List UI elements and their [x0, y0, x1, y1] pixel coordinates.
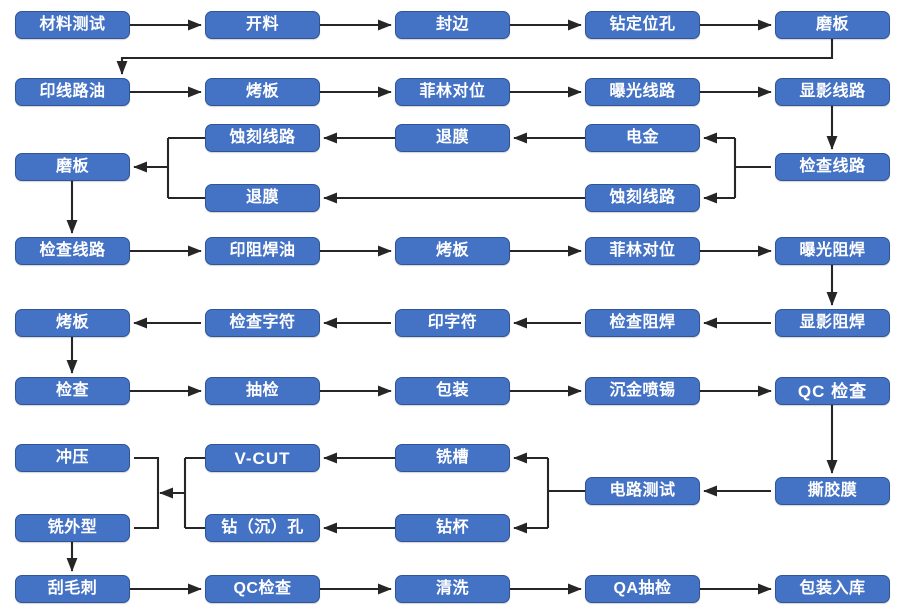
flow-node-n26[interactable]: 检查阻焊: [585, 309, 700, 337]
flow-node-n23[interactable]: 烤板: [15, 309, 130, 337]
flow-node-n8[interactable]: 菲林对位: [395, 78, 510, 106]
flow-node-n14[interactable]: 检查线路: [775, 153, 890, 181]
flow-node-n29[interactable]: 抽检: [205, 377, 320, 405]
flow-node-n27[interactable]: 显影阻焊: [775, 309, 890, 337]
flow-node-n32[interactable]: QC 检查: [775, 377, 890, 405]
flow-node-n35[interactable]: 铣槽: [395, 444, 510, 472]
flow-node-n16[interactable]: 退膜: [205, 184, 320, 212]
flow-node-n31[interactable]: 沉金喷锡: [585, 377, 700, 405]
flow-node-n30[interactable]: 包装: [395, 377, 510, 405]
flow-node-n37[interactable]: 撕胶膜: [775, 477, 890, 505]
flow-node-n20[interactable]: 烤板: [395, 237, 510, 265]
flow-node-n39[interactable]: 钻（沉）孔: [205, 514, 320, 542]
flow-node-n4[interactable]: 钻定位孔: [585, 11, 700, 39]
flow-node-n2[interactable]: 开料: [205, 11, 320, 39]
flow-node-n15[interactable]: 磨板: [15, 153, 130, 181]
flow-node-n17[interactable]: 蚀刻线路: [585, 184, 700, 212]
flow-node-n22[interactable]: 曝光阻焊: [775, 237, 890, 265]
flow-node-n38[interactable]: 铣外型: [15, 514, 130, 542]
flow-node-n19[interactable]: 印阻焊油: [205, 237, 320, 265]
flow-node-n7[interactable]: 烤板: [205, 78, 320, 106]
flow-node-n44[interactable]: QA抽检: [585, 575, 700, 603]
flow-node-n42[interactable]: QC检查: [205, 575, 320, 603]
flow-node-n36[interactable]: 电路测试: [585, 477, 700, 505]
edge-grind-to-printink: [116, 39, 834, 75]
flow-node-n33[interactable]: 冲压: [15, 444, 130, 472]
flow-node-n34[interactable]: V-CUT: [205, 444, 320, 472]
flow-node-n11[interactable]: 蚀刻线路: [205, 124, 320, 152]
flow-node-n6[interactable]: 印线路油: [15, 78, 130, 106]
flow-node-n3[interactable]: 封边: [395, 11, 510, 39]
edge-split-to-punch: [134, 456, 160, 493]
flow-node-n10[interactable]: 显影线路: [775, 78, 890, 106]
flow-node-n9[interactable]: 曝光线路: [585, 78, 700, 106]
edge-split-to-milloutline: [134, 493, 160, 530]
flow-node-n13[interactable]: 电金: [585, 124, 700, 152]
flow-node-n40[interactable]: 钻杯: [395, 514, 510, 542]
flow-node-n1[interactable]: 材料测试: [15, 11, 130, 39]
flow-node-n18[interactable]: 检查线路: [15, 237, 130, 265]
flow-node-n45[interactable]: 包装入库: [775, 575, 890, 603]
flow-node-n41[interactable]: 刮毛刺: [15, 575, 130, 603]
flow-node-n28[interactable]: 检查: [15, 377, 130, 405]
flow-node-n12[interactable]: 退膜: [395, 124, 510, 152]
flow-node-n43[interactable]: 清洗: [395, 575, 510, 603]
flow-node-n24[interactable]: 检查字符: [205, 309, 320, 337]
flow-node-n25[interactable]: 印字符: [395, 309, 510, 337]
flow-node-n21[interactable]: 菲林对位: [585, 237, 700, 265]
flow-node-n5[interactable]: 磨板: [775, 11, 890, 39]
